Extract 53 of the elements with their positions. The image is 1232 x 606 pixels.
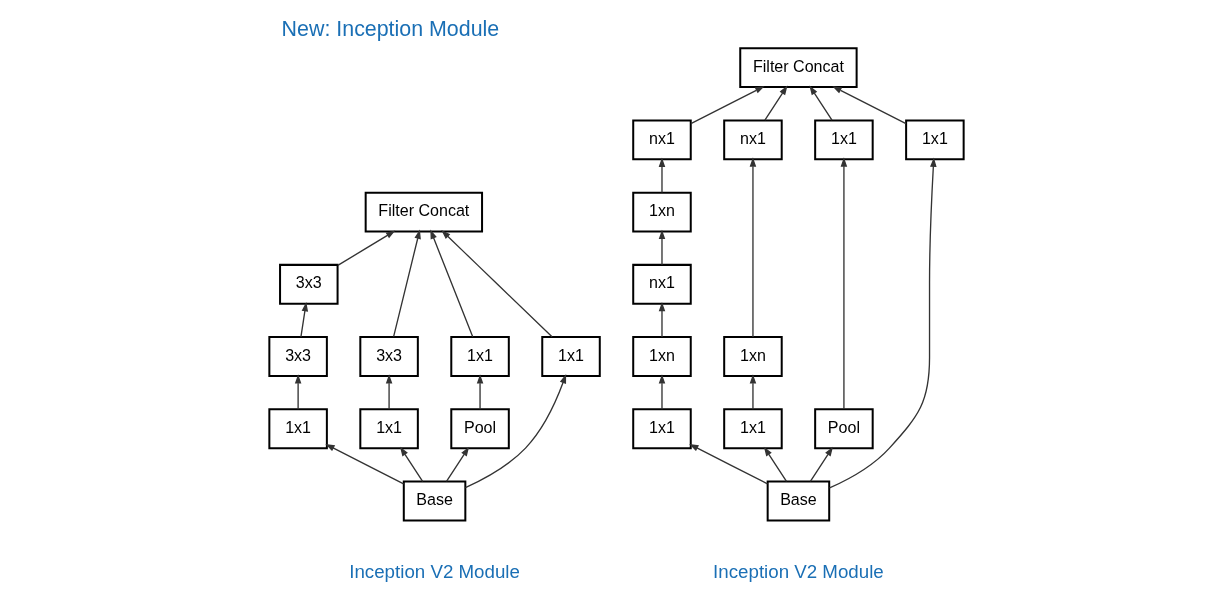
node-box: Pool — [449, 408, 510, 450]
node-box: Pool — [813, 408, 874, 450]
arrow — [464, 374, 566, 489]
arrow — [828, 157, 937, 489]
node-box: nx1 — [631, 119, 692, 161]
arrow — [440, 230, 553, 338]
node-box: 3x3 — [358, 336, 419, 377]
arrow — [445, 446, 469, 483]
arrow — [658, 229, 665, 266]
arrow — [336, 230, 395, 267]
node-box: 1x1 — [904, 119, 965, 161]
node-box: 1x1 — [540, 336, 601, 377]
node-box: 1x1 — [358, 408, 419, 450]
node-box: nx1 — [722, 119, 783, 161]
label: Inception V2 Module — [712, 561, 884, 583]
label: Inception V2 Module — [348, 561, 520, 583]
arrow — [831, 86, 907, 125]
arrow — [429, 229, 473, 338]
node-box: 1xn — [722, 336, 783, 377]
arrow — [476, 374, 483, 410]
node-box: Base — [402, 480, 466, 522]
node-box: 1xn — [631, 191, 692, 233]
node-box: nx1 — [631, 263, 692, 305]
arrow — [658, 157, 665, 194]
arrow — [294, 374, 301, 410]
arrow — [688, 443, 768, 485]
arrow — [809, 446, 833, 483]
arrow — [763, 85, 788, 121]
node-box: 1xn — [631, 336, 692, 377]
diagram-title: New: Inception Module — [281, 16, 499, 41]
arrow — [385, 374, 392, 410]
arrow — [689, 86, 765, 125]
node-box: Base — [766, 480, 830, 522]
node-box: 3x3 — [267, 336, 328, 377]
arrow — [324, 443, 404, 485]
node-box: Filter Concat — [364, 191, 483, 233]
arrow — [299, 302, 308, 338]
node-box: 1x1 — [722, 408, 783, 450]
arrow — [658, 374, 665, 410]
arrow — [840, 157, 847, 410]
arrow — [658, 301, 665, 338]
arrow — [808, 85, 833, 121]
arrow — [749, 157, 756, 338]
arrow — [749, 374, 756, 410]
node-box: 1x1 — [813, 119, 874, 161]
node-box: 1x1 — [449, 336, 510, 377]
node-box: 1x1 — [267, 408, 328, 450]
node-box: 3x3 — [278, 263, 339, 305]
arrow — [392, 229, 421, 338]
arrow — [399, 446, 423, 483]
node-box: 1x1 — [631, 408, 692, 450]
node-box: Filter Concat — [738, 47, 858, 88]
arrow — [763, 446, 787, 483]
